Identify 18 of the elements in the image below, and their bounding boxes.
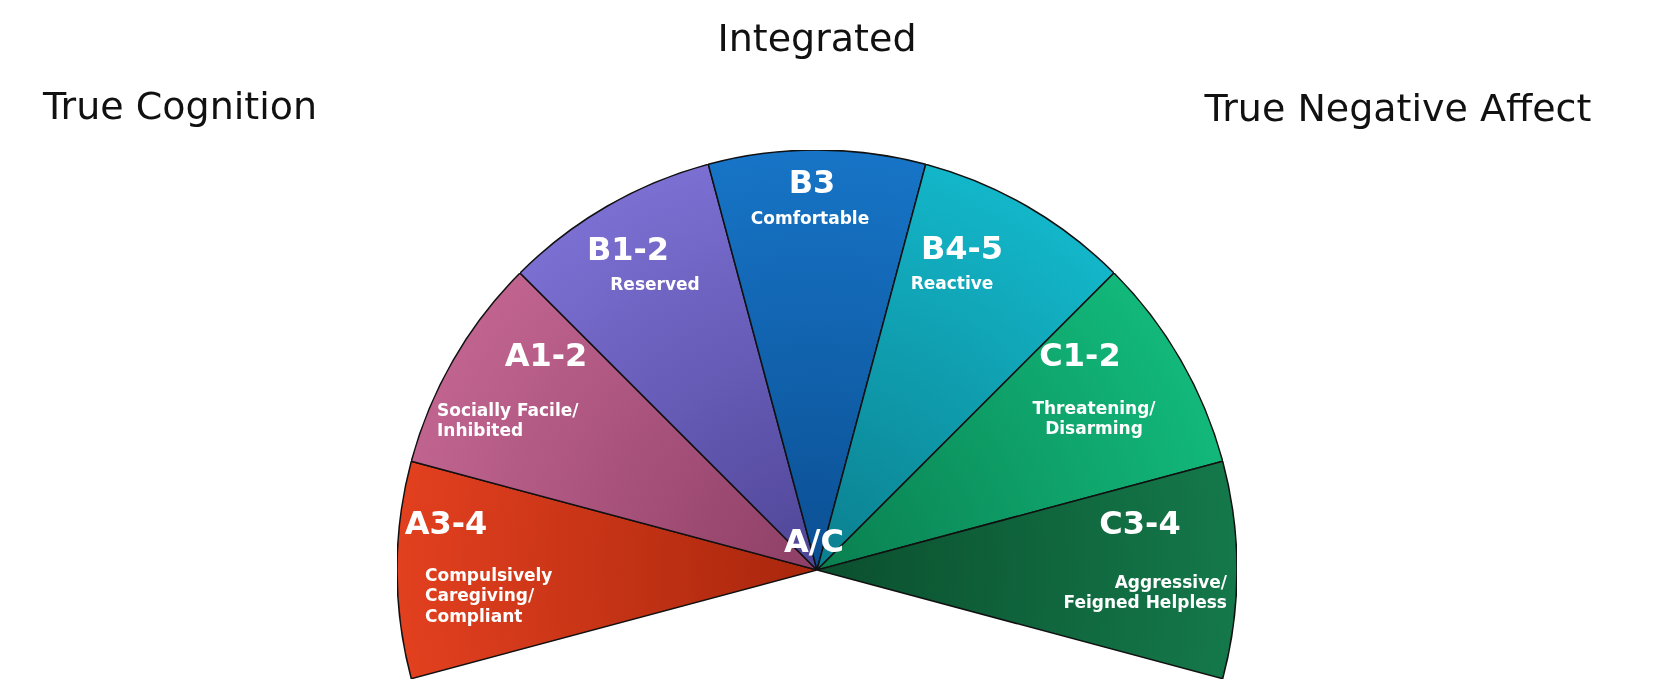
axis-label: True Negative Affect xyxy=(1204,86,1592,130)
segment-code: B3 xyxy=(788,163,836,201)
segment-code: B4-5 xyxy=(920,229,1004,267)
segment-description: Reserved xyxy=(609,273,701,295)
segment-code: C1-2 xyxy=(1039,336,1121,374)
segment-description: Reactive xyxy=(909,272,995,294)
segment-description: Socially Facile/ Inhibited xyxy=(437,399,580,441)
center-label: A/C xyxy=(784,522,844,560)
segment-description: Comfortable xyxy=(749,207,871,229)
segment-code: A3-4 xyxy=(404,504,488,542)
diagram-title: Integrated xyxy=(717,16,917,60)
axis-label: True Cognition xyxy=(42,84,318,128)
segment-description: Compulsively Caregiving/ Compliant xyxy=(425,565,554,627)
segment-description: Aggressive/ Feigned Helpless xyxy=(1062,571,1227,613)
segment-code: C3-4 xyxy=(1099,504,1181,542)
segment-code: B1-2 xyxy=(586,230,670,268)
segment-description: Threatening/ Disarming xyxy=(1031,397,1157,439)
segment-code: A1-2 xyxy=(504,336,588,374)
